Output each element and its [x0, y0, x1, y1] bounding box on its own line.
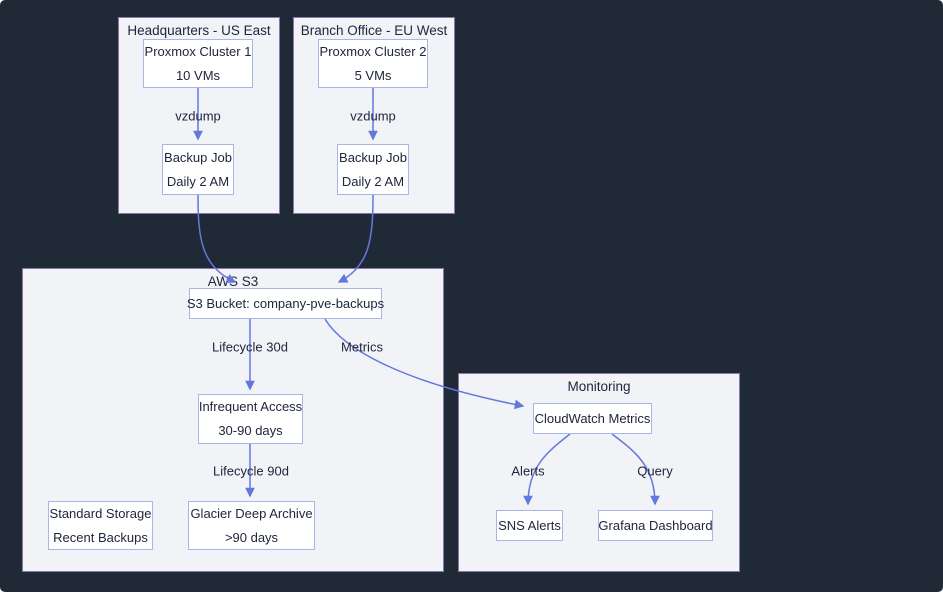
node-backup-job-hq-sublabel: Daily 2 AM [166, 173, 230, 189]
node-proxmox-cluster-2-sublabel: 5 VMs [354, 67, 392, 83]
node-standard-storage-sublabel: Recent Backups [53, 529, 148, 545]
node-backup-job-branch-label: Backup Job [339, 149, 407, 165]
node-proxmox-cluster-1: Proxmox Cluster 1 10 VMs [143, 39, 253, 88]
node-glacier-deep-archive-label: Glacier Deep Archive [190, 505, 313, 521]
cluster-headquarters-title: Headquarters - US East [127, 23, 271, 38]
node-infrequent-access-sublabel: 30-90 days [218, 423, 283, 438]
node-glacier-deep-archive-sublabel: >90 days [224, 529, 279, 545]
node-backup-job-branch-sublabel: Daily 2 AM [341, 173, 405, 189]
node-standard-storage-label: Standard Storage [49, 505, 152, 521]
node-proxmox-cluster-2: Proxmox Cluster 2 5 VMs [318, 39, 428, 88]
cluster-monitoring-title: Monitoring [567, 379, 631, 394]
node-proxmox-cluster-1-sublabel: 10 VMs [175, 67, 221, 83]
edge-label-lifecycle-90d: Lifecycle 90d [213, 463, 289, 479]
edge-label-metrics: Metrics [341, 339, 383, 355]
node-sns-alerts-label: SNS Alerts [498, 517, 561, 533]
node-standard-storage: Standard Storage Recent Backups [48, 501, 153, 550]
node-s3-bucket: S3 Bucket: company-pve-backups [186, 288, 385, 319]
node-proxmox-cluster-2-label: Proxmox Cluster 2 [319, 43, 427, 59]
edge-label-alerts: Alerts [511, 463, 545, 479]
edge-label-query: Query [637, 463, 673, 479]
node-s3-bucket-label: S3 Bucket: company-pve-backups [186, 295, 385, 311]
node-cloudwatch-metrics-label: CloudWatch Metrics [534, 410, 651, 426]
node-grafana-dashboard-label: Grafana Dashboard [598, 517, 713, 533]
cluster-branch-office-title: Branch Office - EU West [300, 23, 448, 38]
node-cloudwatch-metrics: CloudWatch Metrics [533, 403, 652, 434]
edge-label-vzdump-hq: vzdump [175, 108, 221, 124]
node-backup-job-hq-label: Backup Job [164, 149, 232, 165]
node-proxmox-cluster-1-label: Proxmox Cluster 1 [144, 43, 252, 59]
edge-label-vzdump-branch: vzdump [350, 108, 396, 124]
edge-label-lifecycle-30d: Lifecycle 30d [212, 339, 288, 355]
cluster-aws-s3-title: AWS S3 [207, 274, 259, 289]
node-sns-alerts: SNS Alerts [496, 510, 563, 541]
node-backup-job-hq: Backup Job Daily 2 AM [162, 144, 234, 195]
node-infrequent-access: Infrequent Access 30-90 days [198, 394, 303, 444]
node-glacier-deep-archive: Glacier Deep Archive >90 days [188, 501, 315, 550]
node-infrequent-access-label: Infrequent Access [198, 399, 303, 414]
node-grafana-dashboard: Grafana Dashboard [598, 510, 713, 541]
node-backup-job-branch: Backup Job Daily 2 AM [337, 144, 409, 195]
